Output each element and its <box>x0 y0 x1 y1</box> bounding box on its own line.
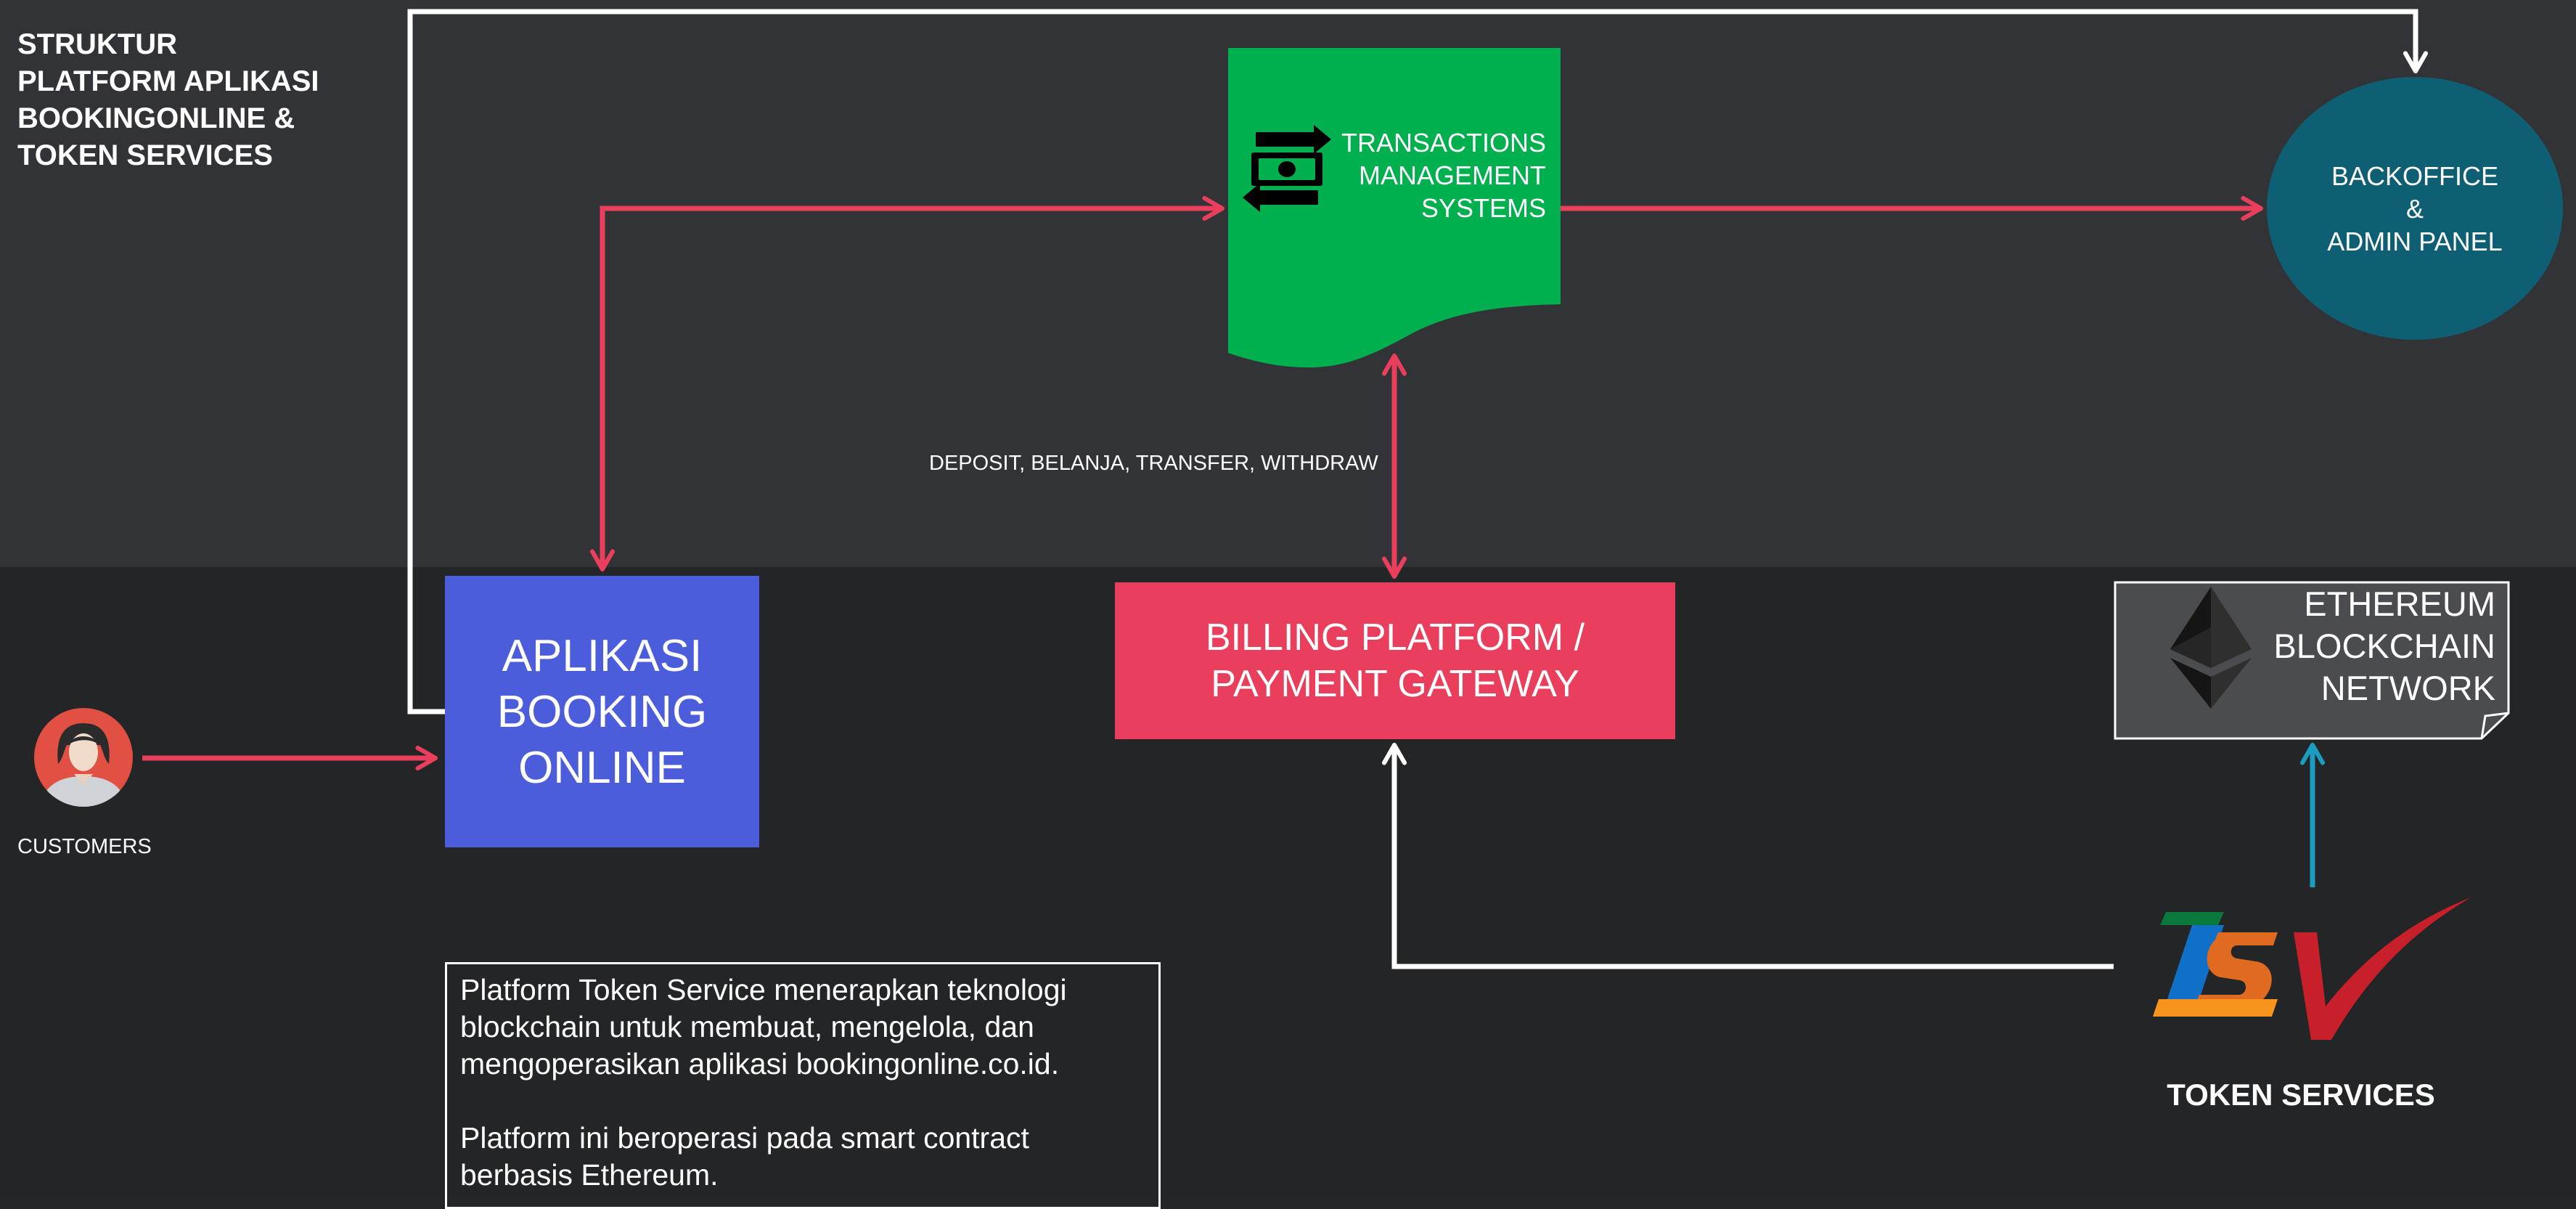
edge-label-deposit: DEPOSIT, BELANJA, TRANSFER, WITHDRAW <box>929 452 1378 475</box>
backoffice-label-line: ADMIN PANEL <box>2327 226 2503 256</box>
backoffice-label: BACKOFFICE & ADMIN PANEL <box>2295 160 2535 258</box>
customer-avatar-icon <box>34 708 133 807</box>
billing-node: BILLING PLATFORM / PAYMENT GATEWAY <box>1115 582 1675 739</box>
description-paragraph: Platform Token Service menerapkan teknol… <box>460 973 1067 1080</box>
money-exchange-icon <box>1243 125 1331 212</box>
transactions-label: TRANSACTIONS MANAGEMENT SYSTEMS <box>1341 128 1546 223</box>
description-paragraph: Platform ini beroperasi pada smart contr… <box>460 1121 1029 1192</box>
ethereum-logo-icon <box>2170 587 2252 709</box>
aplikasi-label: APLIKASI BOOKING ONLINE <box>496 630 708 793</box>
transactions-node <box>1228 48 1561 367</box>
tsv-logo <box>2153 897 2471 1040</box>
backoffice-label-line: BACKOFFICE <box>2331 160 2499 191</box>
aplikasi-node: APLIKASI BOOKING ONLINE <box>445 576 759 847</box>
token-services-label: TOKEN SERVICES <box>2167 1078 2435 1112</box>
edge-aplikasi-backoffice <box>407 9 2429 715</box>
ethereum-label: ETHEREUM BLOCKCHAIN NETWORK <box>2273 585 2495 707</box>
edge-aplikasi-transactions <box>589 195 1225 572</box>
customers-label: CUSTOMERS <box>17 835 152 858</box>
diagram-title: STRUKTUR PLATFORM APLIKASI BOOKINGONLINE… <box>17 28 319 171</box>
backoffice-node: BACKOFFICE & ADMIN PANEL <box>2267 77 2563 340</box>
backoffice-label-line: & <box>2405 193 2424 224</box>
billing-label: BILLING PLATFORM / PAYMENT GATEWAY <box>1205 616 1585 705</box>
edge-token-billing <box>1381 742 2114 969</box>
description-box: Platform Token Service menerapkan teknol… <box>445 962 1161 1209</box>
